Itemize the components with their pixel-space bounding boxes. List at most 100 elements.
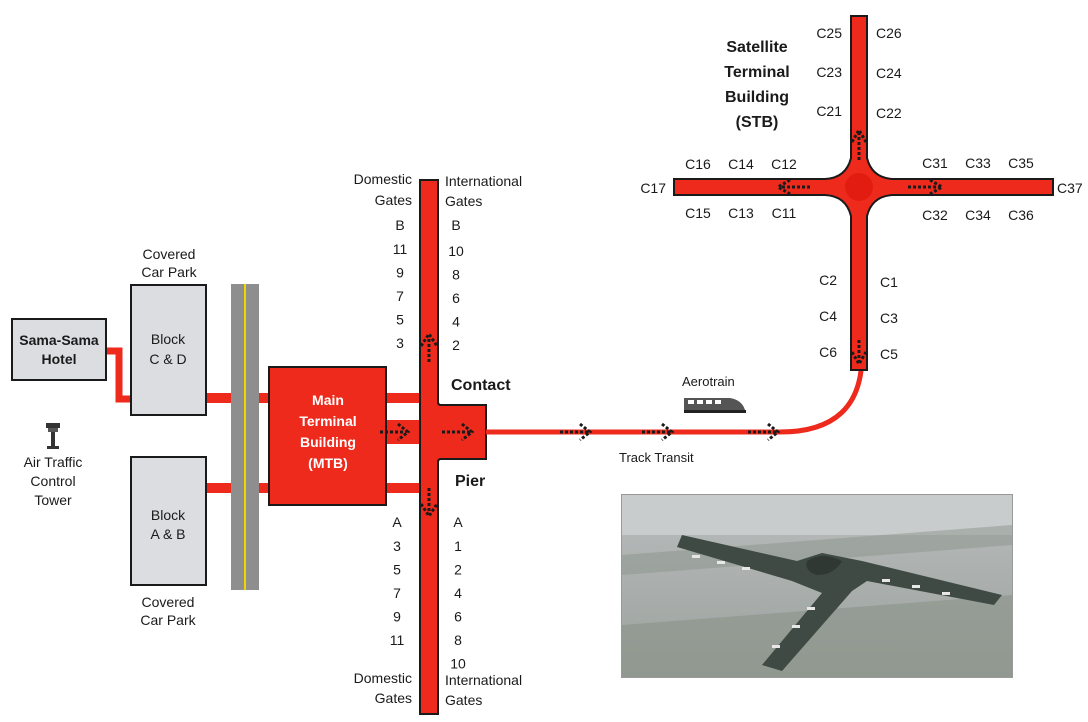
car-park-bottom-line1: Covered bbox=[142, 594, 195, 610]
mtb-label-line2: Terminal bbox=[299, 413, 356, 429]
stb-label-line4: (STB) bbox=[736, 114, 779, 131]
car-park-top-line1: Covered bbox=[143, 246, 196, 262]
aerial-photo bbox=[621, 494, 1013, 678]
gate-label: 5 bbox=[393, 562, 401, 578]
stb-gate-label: C31 bbox=[922, 155, 948, 171]
international-top-label-line1: International bbox=[445, 173, 522, 189]
gate-label: 3 bbox=[396, 335, 404, 351]
stb-gate-label: C1 bbox=[880, 274, 898, 290]
international-top-label-line2: Gates bbox=[445, 193, 482, 209]
gate-label: 7 bbox=[393, 585, 401, 601]
car-park-top-line2: Car Park bbox=[141, 264, 197, 280]
mtb-pier-link-top bbox=[385, 393, 421, 403]
car-park-bottom-line2: Car Park bbox=[140, 612, 196, 628]
gate-label: 8 bbox=[454, 632, 462, 648]
gate-label: 9 bbox=[396, 265, 404, 281]
stb-gate-label: C6 bbox=[819, 344, 837, 360]
stb-gate-label: C16 bbox=[685, 156, 711, 172]
atc-label-line2: Control bbox=[30, 473, 75, 489]
main-terminal-building: Main Terminal Building (MTB) bbox=[268, 366, 387, 506]
flow-arrow-icon bbox=[380, 331, 475, 519]
control-tower-icon bbox=[46, 423, 60, 449]
gate-label: 6 bbox=[454, 609, 462, 625]
atc-label-line1: Air Traffic bbox=[24, 454, 83, 470]
gate-label: 8 bbox=[452, 267, 460, 283]
aerotrain-label: Aerotrain bbox=[682, 374, 735, 389]
track-transit-label: Track Transit bbox=[619, 450, 694, 465]
stb-gate-label: C25 bbox=[816, 25, 842, 41]
gate-label: 2 bbox=[452, 337, 460, 353]
stb-gate-label: C13 bbox=[728, 205, 754, 221]
domestic-top-label-line1: Domestic bbox=[354, 171, 412, 187]
stb-gate-label: C3 bbox=[880, 310, 898, 326]
block-ab-line2: A & B bbox=[150, 526, 185, 542]
gate-label: 10 bbox=[448, 243, 464, 259]
stb-gates-west-bottom: C15 C13 C11 bbox=[685, 205, 796, 221]
stb-gate-label: C21 bbox=[816, 103, 842, 119]
stb-gate-label: C35 bbox=[1008, 155, 1034, 171]
contact-pier-label-line1: Contact bbox=[451, 377, 511, 394]
track-arrow-icon bbox=[560, 422, 781, 442]
stb-gate-label: C26 bbox=[876, 25, 902, 41]
stb-gate-west-end: C17 bbox=[640, 180, 666, 196]
gate-label: 1 bbox=[454, 538, 462, 554]
gate-label: 10 bbox=[450, 656, 466, 672]
hotel-label-line1: Sama-Sama bbox=[19, 332, 99, 348]
atc-label-line3: Tower bbox=[34, 492, 72, 508]
domestic-top-label-line2: Gates bbox=[375, 192, 412, 208]
stb-label-line2: Terminal bbox=[724, 64, 790, 81]
mtb-pier-link-bottom bbox=[385, 483, 421, 493]
block-cd-line2: C & D bbox=[149, 351, 186, 367]
access-road bbox=[231, 284, 259, 590]
international-bottom-label-line2: Gates bbox=[445, 692, 482, 708]
gate-label: 11 bbox=[390, 632, 405, 648]
block-a-b: Block A & B bbox=[130, 456, 207, 586]
stb-gate-label: C12 bbox=[771, 156, 797, 172]
gate-label: 2 bbox=[454, 562, 462, 578]
international-top-pier: B bbox=[451, 217, 460, 233]
stb-gate-label: C24 bbox=[876, 65, 902, 81]
gate-label: 4 bbox=[454, 585, 462, 601]
stb-gate-label: C11 bbox=[772, 205, 797, 221]
international-bottom-pier: A bbox=[453, 514, 463, 530]
block-cd-line1: Block bbox=[151, 331, 186, 347]
gate-label: 4 bbox=[452, 314, 460, 330]
stb-arrow-icon bbox=[775, 127, 945, 367]
mtb-label-line1: Main bbox=[312, 392, 344, 408]
mtb-label-line4: (MTB) bbox=[308, 455, 348, 471]
aerotrain-track bbox=[486, 354, 865, 435]
stb-gate-east-end: C37 bbox=[1057, 180, 1083, 196]
gate-label: 7 bbox=[396, 288, 404, 304]
international-bottom-label-line1: International bbox=[445, 672, 522, 688]
gate-label: 5 bbox=[396, 312, 404, 328]
domestic-bottom-label-line2: Gates bbox=[375, 690, 412, 706]
stb-gate-label: C15 bbox=[685, 205, 711, 221]
block-ab-line1: Block bbox=[151, 507, 186, 523]
hotel-label-line2: Hotel bbox=[42, 351, 77, 367]
sama-sama-hotel: Sama-Sama Hotel bbox=[11, 318, 107, 381]
contact-pier bbox=[419, 179, 487, 715]
stb-gate-label: C4 bbox=[819, 308, 837, 324]
domestic-top-pier: B bbox=[395, 217, 404, 233]
stb-gate-label: C22 bbox=[876, 105, 902, 121]
satellite-terminal-building bbox=[673, 15, 1054, 371]
domestic-bottom-pier: A bbox=[392, 514, 402, 530]
stb-gate-label: C32 bbox=[922, 207, 948, 223]
gate-label: 3 bbox=[393, 538, 401, 554]
domestic-bottom-label-line1: Domestic bbox=[354, 670, 412, 686]
international-bottom-gates: 1 2 4 6 8 10 bbox=[450, 538, 466, 672]
stb-gate-label: C5 bbox=[880, 346, 898, 362]
train-icon bbox=[684, 398, 746, 413]
block-c-d: Block C & D bbox=[130, 284, 207, 416]
stb-gate-label: C23 bbox=[816, 64, 842, 80]
contact-pier-label-line2: Pier bbox=[455, 473, 485, 490]
